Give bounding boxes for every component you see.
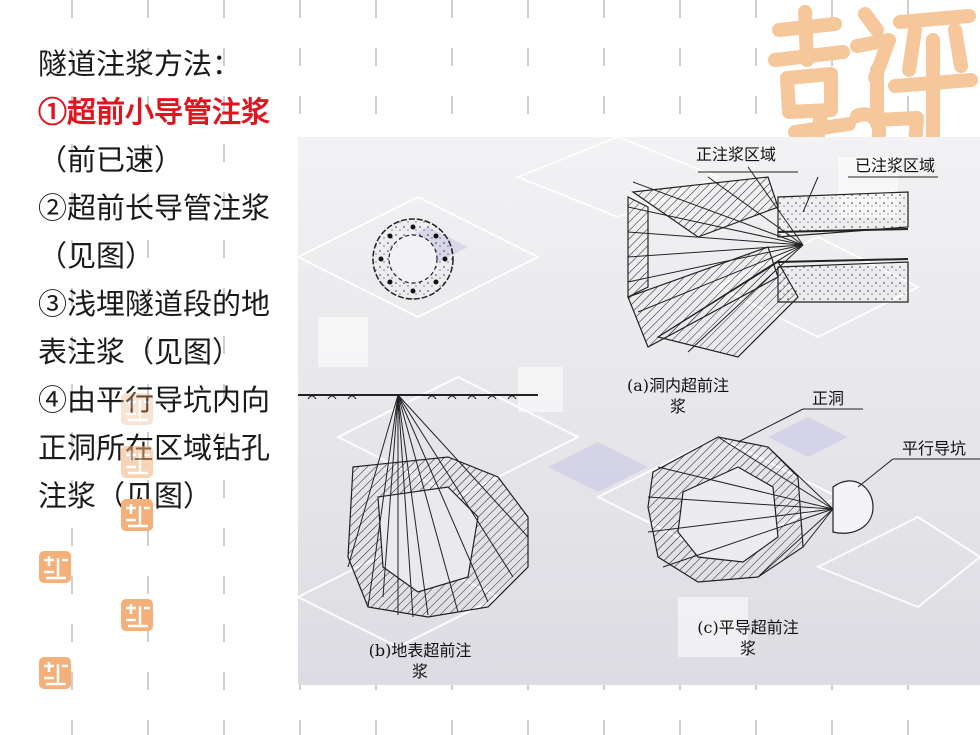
grouting-diagram (295, 135, 980, 685)
small-seal-icon (121, 446, 153, 478)
small-seal-icon (121, 499, 153, 531)
heading: 隧道注浆方法： (38, 47, 242, 81)
caption-b-line1: (b)地表超前注 (368, 641, 472, 660)
caption-c-line1: (c)平导超前注 (697, 618, 799, 637)
grouting-diagram-figure: 正注浆区域 已注浆区域 (a)洞内超前注 浆 正洞 平行导坑 (b)地表超前注 … (295, 135, 980, 685)
drawing-b-surface (298, 394, 538, 618)
caption-a: (a)洞内超前注 浆 (618, 375, 738, 417)
drawing-a-in-tunnel (627, 166, 938, 358)
small-seal-icon (121, 599, 153, 631)
caption-c-line2: 浆 (739, 639, 756, 658)
caption-a-line1: (a)洞内超前注 (626, 376, 730, 395)
label-grouting-zone: 正注浆区域 (695, 145, 776, 164)
caption-b-line2: 浆 (411, 662, 428, 681)
method-4: ④由平行导坑内向 (38, 383, 271, 417)
method-4-cont: 正洞所在区域钻孔 (38, 431, 271, 465)
small-seal-icon (121, 393, 153, 425)
method-3-cont: 表注浆（见图） (38, 335, 242, 369)
label-main-tunnel: 正洞 (811, 389, 844, 408)
label-parallel-heading: 平行导坑 (901, 439, 966, 458)
grouting-methods-text: 隧道注浆方法： ①超前小导管注浆 （前已速） ②超前长导管注浆 （见图） ③浅埋… (38, 40, 300, 520)
label-grouted-zone: 已注浆区域 (854, 156, 935, 175)
small-seal-icon (39, 657, 71, 689)
grouted-ring-drawing (372, 218, 454, 300)
logo-seal-icon (768, 5, 978, 167)
caption-a-line2: 浆 (669, 397, 686, 416)
drawing-c-parallel-heading (647, 408, 980, 583)
small-seal-icon (39, 551, 71, 583)
method-4-end: 注浆（见图） (38, 479, 213, 513)
method-2-note: （见图） (38, 239, 155, 273)
caption-b: (b)地表超前注 浆 (355, 640, 485, 682)
caption-c: (c)平导超前注 浆 (683, 617, 813, 659)
method-3: ③浅埋隧道段的地 (38, 287, 271, 321)
method-2: ②超前长导管注浆 (38, 191, 271, 225)
method-1-note: （前已速） (38, 143, 184, 177)
method-1: ①超前小导管注浆 (38, 95, 271, 129)
